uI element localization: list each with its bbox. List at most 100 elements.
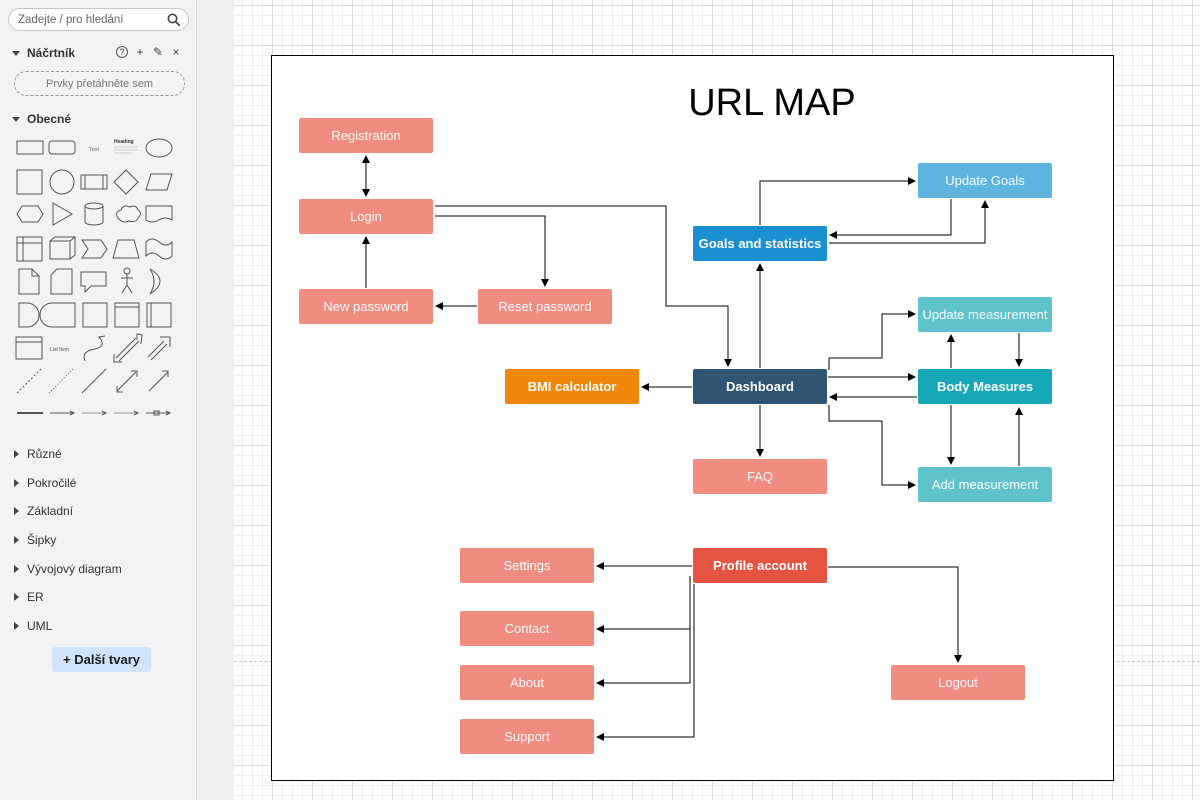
shape-trapezoid[interactable] xyxy=(112,239,140,259)
shape-or[interactable] xyxy=(149,268,161,295)
shape-square-2[interactable] xyxy=(82,302,108,328)
chevron-right-icon xyxy=(14,622,19,630)
scratchpad-header[interactable]: Náčrtník xyxy=(12,46,75,60)
category-label: UML xyxy=(27,619,53,633)
category-label: Pokročilé xyxy=(27,476,77,490)
shape-connector-1[interactable] xyxy=(50,410,76,416)
shape-actor[interactable] xyxy=(121,267,133,294)
node-update-measurement[interactable]: Update measurement xyxy=(918,297,1052,332)
node-logout[interactable]: Logout xyxy=(891,665,1025,700)
shape-list[interactable] xyxy=(15,336,43,360)
category-ruzne[interactable]: Různé xyxy=(12,447,62,461)
chevron-down-icon xyxy=(12,50,20,56)
category-flowchart[interactable]: Vývojový diagram xyxy=(12,562,122,576)
node-settings[interactable]: Settings xyxy=(460,548,594,583)
category-zakladni[interactable]: Základní xyxy=(12,504,73,518)
shape-process[interactable] xyxy=(80,174,108,190)
category-label: Různé xyxy=(27,447,62,461)
shape-circle[interactable] xyxy=(49,169,75,195)
shape-note[interactable] xyxy=(18,268,40,295)
node-dashboard[interactable]: Dashboard xyxy=(693,369,827,404)
shape-arrow[interactable] xyxy=(147,336,171,361)
category-uml[interactable]: UML xyxy=(12,619,52,633)
diagram-title[interactable]: URL MAP xyxy=(688,82,856,124)
chevron-right-icon xyxy=(14,450,19,458)
shape-tape[interactable] xyxy=(145,238,173,260)
category-label: Vývojový diagram xyxy=(27,562,122,576)
shape-cloud[interactable] xyxy=(116,205,141,223)
shape-display[interactable] xyxy=(39,302,76,328)
shape-bidirectional-arrow[interactable] xyxy=(113,333,143,363)
shape-bidirectional-connector[interactable] xyxy=(116,370,138,393)
category-label: ER xyxy=(27,590,44,604)
shape-line[interactable] xyxy=(81,368,107,394)
shape-document[interactable] xyxy=(145,205,173,223)
shape-swimlane[interactable] xyxy=(146,302,172,328)
add-icon[interactable]: + xyxy=(136,45,144,59)
shape-heading[interactable]: Heading xyxy=(114,139,134,145)
node-add-measurement[interactable]: Add measurement xyxy=(918,467,1052,502)
help-icon[interactable]: ? xyxy=(116,46,128,58)
chevron-right-icon xyxy=(14,565,19,573)
shape-diamond[interactable] xyxy=(113,169,139,195)
shapes-sidebar: Náčrtník ? + ✎ × Prvky přetáhněte sem Ob… xyxy=(0,0,197,800)
shape-container[interactable] xyxy=(114,302,140,328)
canvas-gutter xyxy=(197,0,234,800)
shape-step[interactable] xyxy=(81,239,108,259)
category-er[interactable]: ER xyxy=(12,590,44,604)
shape-connector-3[interactable] xyxy=(114,410,140,416)
shape-hexagon[interactable] xyxy=(16,205,44,223)
node-about[interactable]: About xyxy=(460,665,594,700)
node-registration[interactable]: Registration xyxy=(299,118,433,153)
general-header[interactable]: Obecné xyxy=(12,112,71,126)
shape-cube[interactable] xyxy=(49,236,76,260)
shape-list-item[interactable]: List Item xyxy=(50,347,69,353)
category-sipky[interactable]: Šipky xyxy=(12,533,56,547)
general-label: Obecné xyxy=(27,112,72,126)
scratchpad-dropzone[interactable]: Prvky přetáhněte sem xyxy=(14,71,185,96)
chevron-right-icon xyxy=(14,593,19,601)
shape-internal-storage[interactable] xyxy=(16,236,43,262)
shape-connector-4[interactable] xyxy=(146,410,172,416)
node-reset-password[interactable]: Reset password xyxy=(478,289,612,324)
shape-ellipse[interactable] xyxy=(145,138,173,158)
shape-rounded-rectangle[interactable] xyxy=(48,140,76,155)
edit-icon[interactable]: ✎ xyxy=(152,45,164,59)
shape-callout[interactable] xyxy=(80,271,107,294)
shape-card[interactable] xyxy=(50,268,73,295)
node-body-measures[interactable]: Body Measures xyxy=(918,369,1052,404)
shape-dashed-line[interactable] xyxy=(16,368,42,394)
search-box[interactable] xyxy=(8,8,189,31)
node-profile-account[interactable]: Profile account xyxy=(693,548,827,583)
shape-cylinder[interactable] xyxy=(84,202,104,226)
node-login[interactable]: Login xyxy=(299,199,433,234)
node-support[interactable]: Support xyxy=(460,719,594,754)
category-pokrocile[interactable]: Pokročilé xyxy=(12,476,76,490)
shape-text[interactable]: Text xyxy=(89,147,100,153)
search-input[interactable] xyxy=(18,12,163,27)
shape-curve[interactable] xyxy=(83,335,106,362)
close-icon[interactable]: × xyxy=(172,45,180,59)
shape-square[interactable] xyxy=(16,169,43,195)
shape-delay[interactable] xyxy=(18,302,40,328)
node-contact[interactable]: Contact xyxy=(460,611,594,646)
scratchpad-tools: ? + ✎ × xyxy=(116,45,182,59)
shape-connector-2[interactable] xyxy=(82,410,108,416)
node-faq[interactable]: FAQ xyxy=(693,459,827,494)
node-bmi-calculator[interactable]: BMI calculator xyxy=(505,369,639,404)
shape-rectangle[interactable] xyxy=(16,140,44,155)
shape-parallelogram[interactable] xyxy=(145,173,173,191)
node-update-goals[interactable]: Update Goals xyxy=(918,163,1052,198)
chevron-down-icon xyxy=(12,116,20,122)
chevron-right-icon xyxy=(14,479,19,487)
shape-dotted-line[interactable] xyxy=(48,368,74,394)
shape-triangle[interactable] xyxy=(52,202,73,226)
node-new-password[interactable]: New password xyxy=(299,289,433,324)
category-label: Základní xyxy=(27,504,74,518)
search-icon[interactable] xyxy=(167,13,181,27)
node-goals-and-statistics[interactable]: Goals and statistics xyxy=(693,226,827,261)
scratchpad-label: Náčrtník xyxy=(27,46,76,60)
chevron-right-icon xyxy=(14,507,19,515)
more-shapes-button[interactable]: + Další tvary xyxy=(52,647,151,672)
shape-directional-connector[interactable] xyxy=(148,370,169,392)
